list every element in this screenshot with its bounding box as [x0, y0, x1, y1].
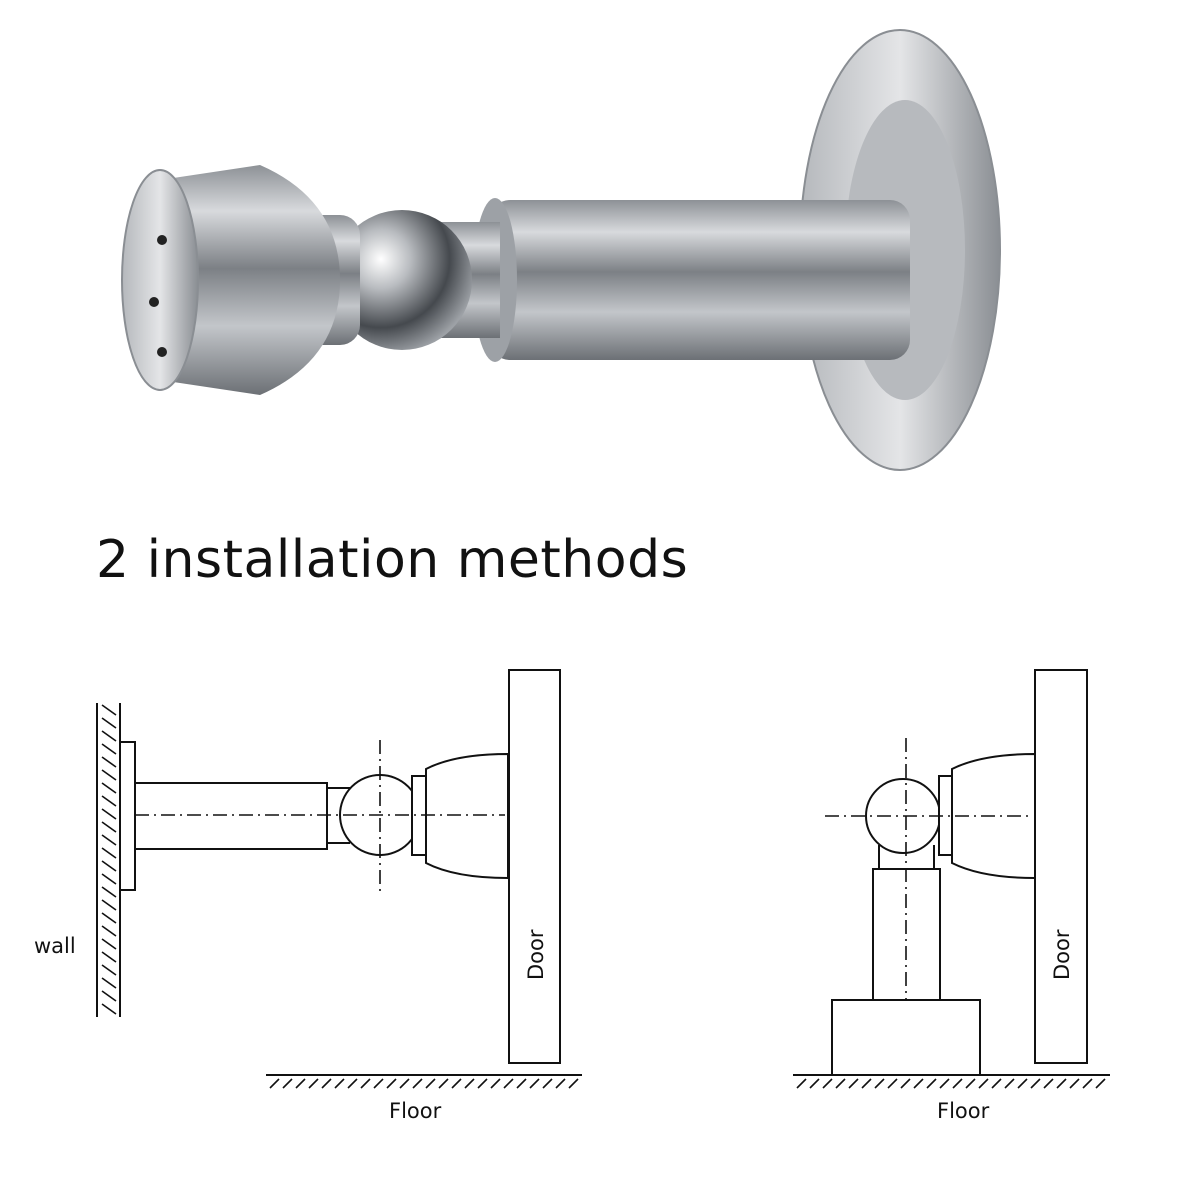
hatch-line: [101, 860, 117, 872]
door-label: Door: [1050, 929, 1074, 980]
hatch-line: [101, 834, 117, 846]
hatch-line: [835, 1078, 846, 1089]
hatch-line: [101, 782, 117, 794]
hatch-line: [101, 704, 117, 716]
hatch-line: [529, 1078, 540, 1089]
hatch-line: [282, 1078, 293, 1089]
hatch-line: [451, 1078, 462, 1089]
hatch-line: [991, 1078, 1002, 1089]
hatch-line: [386, 1078, 397, 1089]
hatch-line: [101, 756, 117, 768]
hatch-line: [1095, 1078, 1106, 1089]
hatch-line: [101, 847, 117, 859]
hatch-line: [952, 1078, 963, 1089]
hatch-line: [1043, 1078, 1054, 1089]
hatch-line: [978, 1078, 989, 1089]
hatch-line: [101, 873, 117, 885]
hatch-line: [568, 1078, 579, 1089]
hatch-line: [425, 1078, 436, 1089]
hatch-line: [809, 1078, 820, 1089]
hatch-line: [1056, 1078, 1067, 1089]
hatch-line: [101, 1003, 117, 1015]
hatch-line: [321, 1078, 332, 1089]
diagram-floor-mount: Door Floor: [793, 669, 1110, 1123]
floor-label: Floor: [389, 1099, 442, 1123]
hatch-line: [101, 795, 117, 807]
hatch-line: [101, 717, 117, 729]
hatch-line: [101, 925, 117, 937]
hatch-line: [555, 1078, 566, 1089]
hatch-line: [1082, 1078, 1093, 1089]
hatch-line: [334, 1078, 345, 1089]
hatch-line: [939, 1078, 950, 1089]
hatch-line: [101, 886, 117, 898]
hatch-line: [822, 1078, 833, 1089]
hatch-line: [101, 977, 117, 989]
hatch-line: [347, 1078, 358, 1089]
hatch-line: [848, 1078, 859, 1089]
hatch-line: [101, 938, 117, 950]
hatch-line: [308, 1078, 319, 1089]
hatch-line: [269, 1078, 280, 1089]
hatch-line: [913, 1078, 924, 1089]
floor-hatching: [269, 1078, 579, 1089]
hatch-line: [360, 1078, 371, 1089]
hatch-line: [101, 730, 117, 742]
hatch-line: [926, 1078, 937, 1089]
hatch-line: [438, 1078, 449, 1089]
hatch-line: [1017, 1078, 1028, 1089]
wall-label: wall: [34, 934, 76, 958]
hatch-line: [874, 1078, 885, 1089]
hatch-line: [490, 1078, 501, 1089]
hatch-line: [1004, 1078, 1015, 1089]
hatch-line: [412, 1078, 423, 1089]
hatch-line: [101, 964, 117, 976]
hatch-line: [101, 821, 117, 833]
hatch-line: [399, 1078, 410, 1089]
hatch-line: [373, 1078, 384, 1089]
hatch-line: [861, 1078, 872, 1089]
floor-hatching: [796, 1078, 1106, 1089]
hatch-line: [796, 1078, 807, 1089]
page-title: 2 installation methods: [96, 530, 689, 590]
door-stopper-render: [121, 29, 1001, 471]
hatch-line: [965, 1078, 976, 1089]
hatch-line: [101, 808, 117, 820]
hatch-line: [101, 951, 117, 963]
diagram-wall-mount: wall Door Floor: [34, 669, 582, 1123]
hatch-line: [101, 743, 117, 755]
hatch-line: [900, 1078, 911, 1089]
hatch-line: [1069, 1078, 1080, 1089]
hatch-line: [101, 990, 117, 1002]
hatch-line: [516, 1078, 527, 1089]
door-label: Door: [524, 929, 548, 980]
hatch-line: [542, 1078, 553, 1089]
hatch-line: [101, 912, 117, 924]
hatch-line: [503, 1078, 514, 1089]
hatch-line: [1030, 1078, 1041, 1089]
hatch-line: [477, 1078, 488, 1089]
hatch-line: [464, 1078, 475, 1089]
hatch-line: [887, 1078, 898, 1089]
floor-label: Floor: [937, 1099, 990, 1123]
hatch-line: [101, 899, 117, 911]
hatch-line: [101, 769, 117, 781]
hatch-line: [295, 1078, 306, 1089]
wall-hatching: [101, 704, 117, 1015]
